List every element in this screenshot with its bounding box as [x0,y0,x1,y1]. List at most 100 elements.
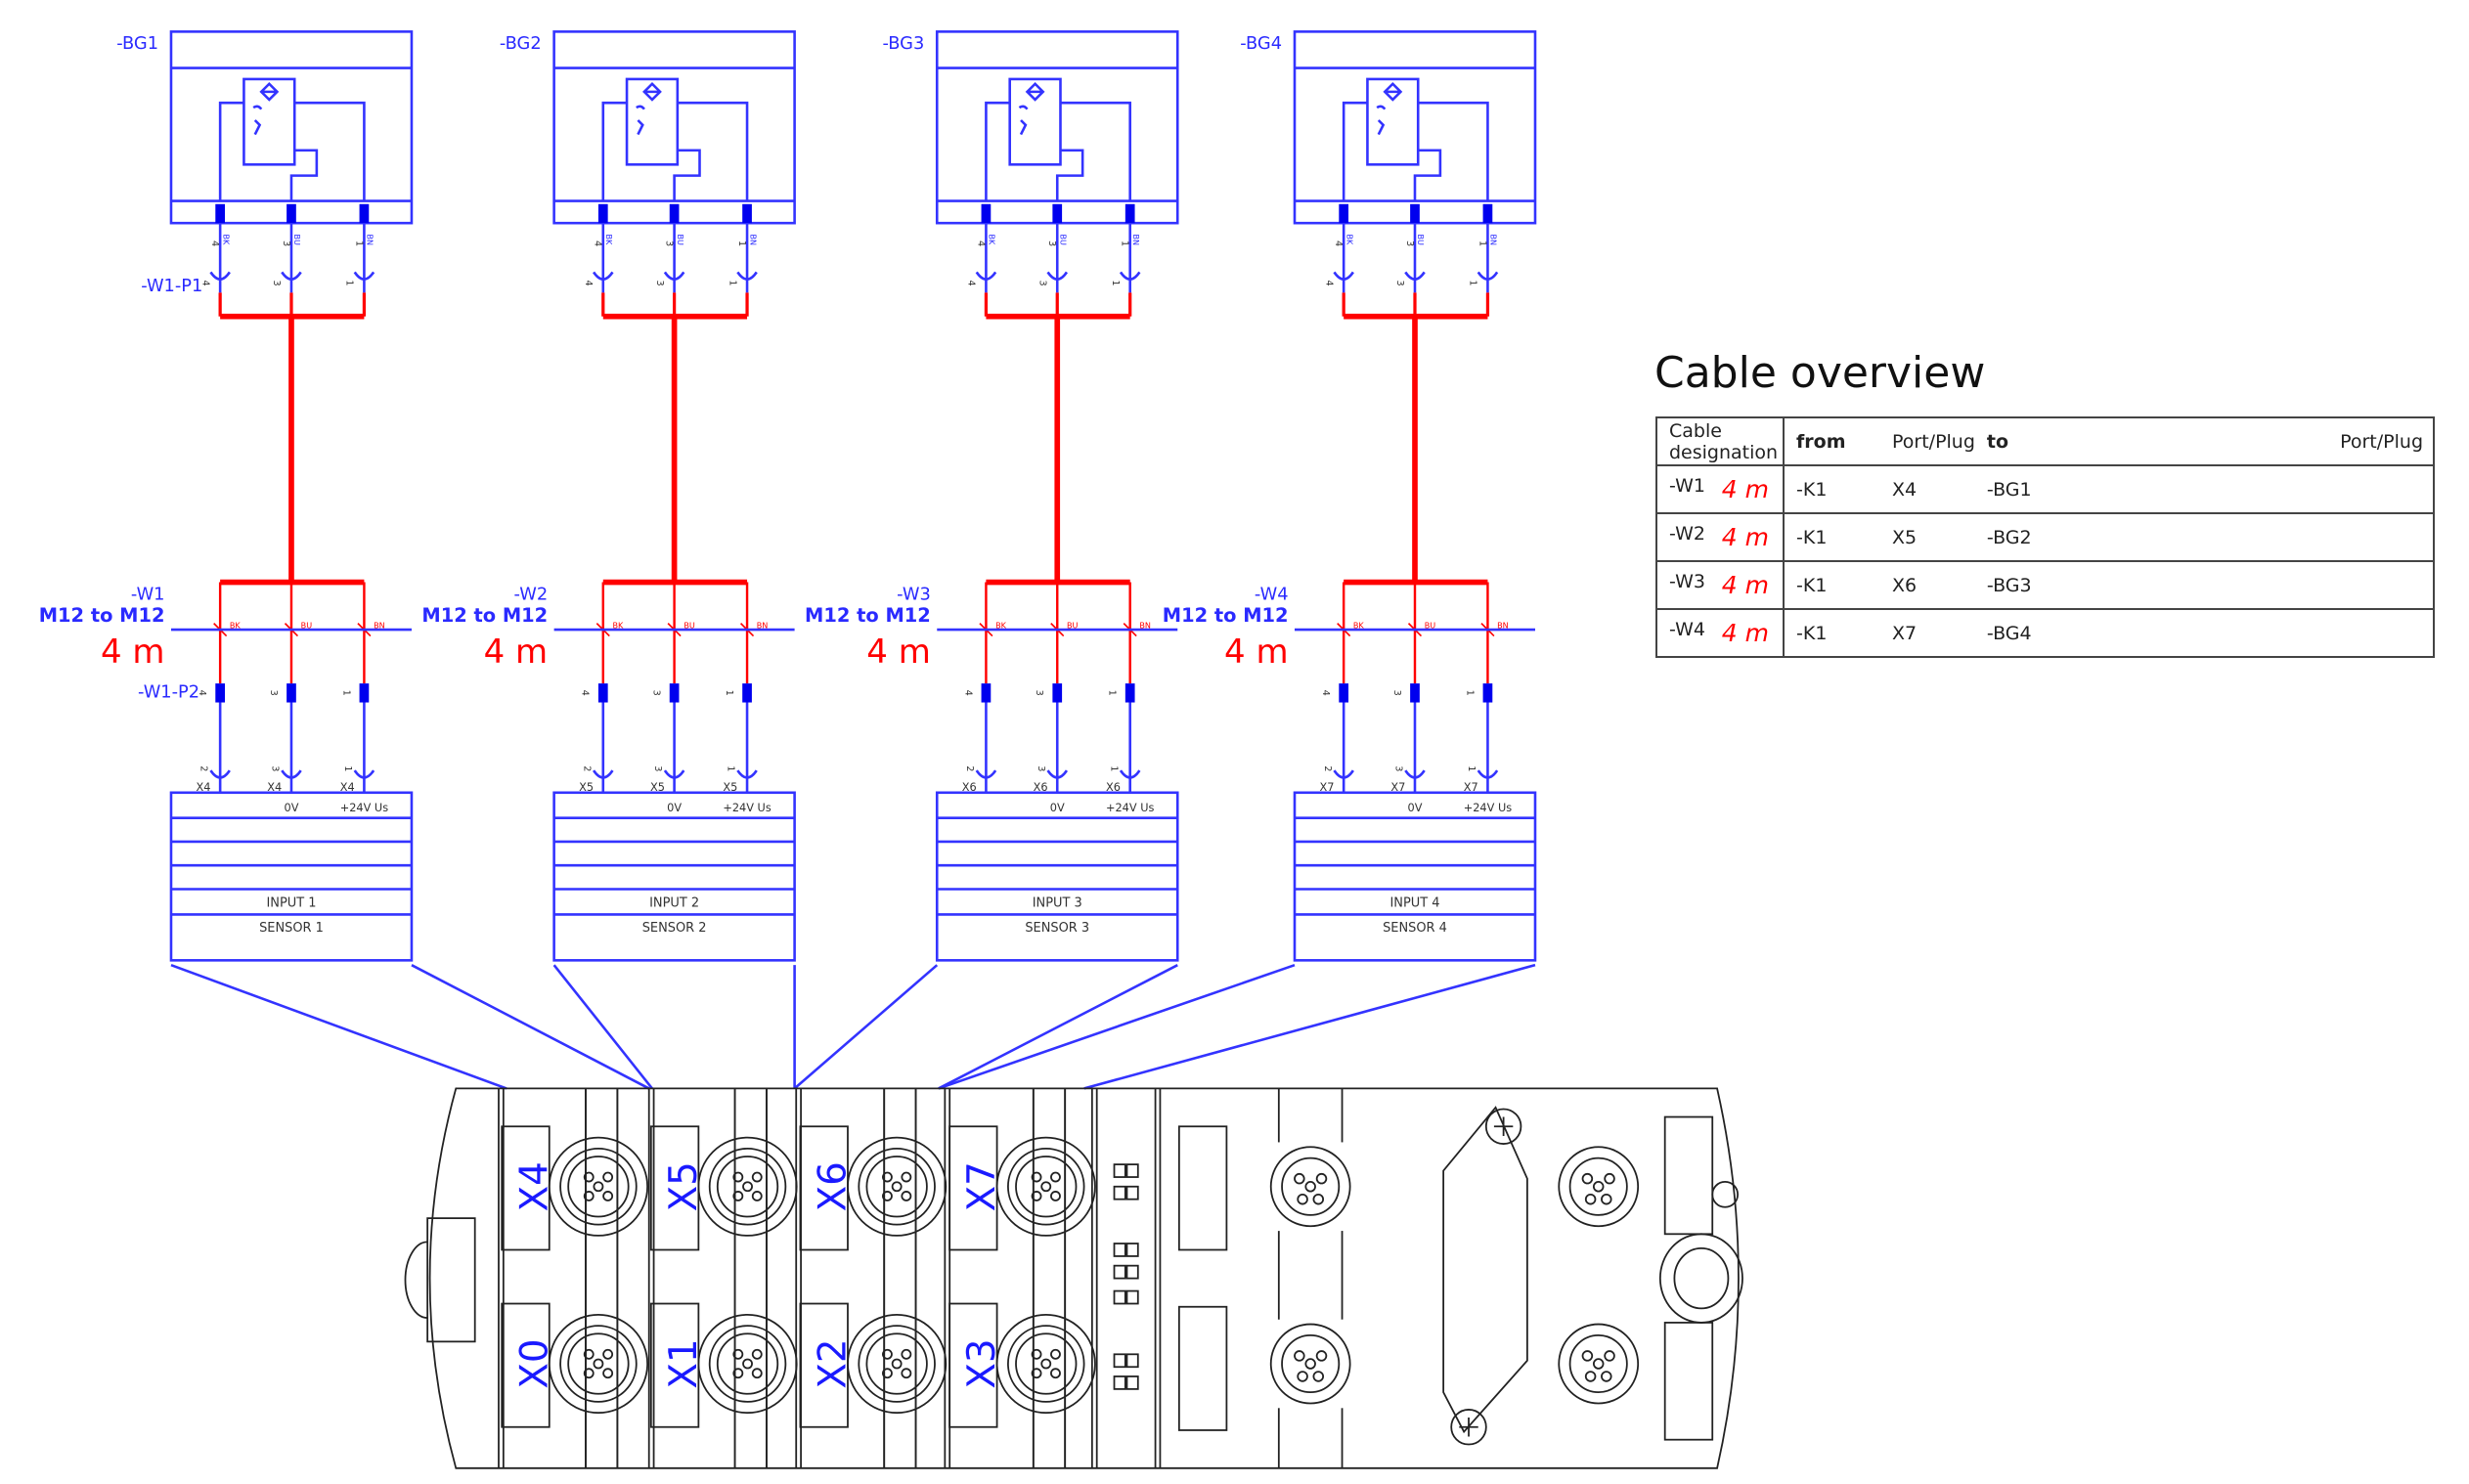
cable-label: -W2 [514,584,549,604]
plug-pin-block [215,683,226,703]
wire-color-label: BN [1489,235,1499,246]
cable-label: -W1 [131,584,165,604]
mapping-line [793,964,939,1090]
label-plate [1177,1125,1228,1251]
socket-inner [1015,1332,1078,1395]
mapping-line [1083,963,1536,1090]
terminal-socket-icon [209,769,231,779]
sensor-internal-wiring [985,101,1131,201]
m12-bus-connector-icon [1558,1146,1640,1228]
terminal-socket-icon [663,769,685,779]
plug-pin-number: 1 [344,280,355,285]
plug-pin-number: 4 [966,280,977,285]
wire-color-label: BU [1058,235,1068,246]
socket-pin [583,1171,595,1183]
sensor-id: -BG2 [500,33,542,54]
cell-plug [2069,512,2434,562]
cell-port: X7 [1880,608,1975,658]
socket-pin [602,1348,614,1360]
connector-inner [1281,1157,1341,1216]
sensor-internal-wiring [601,101,749,201]
connector-pin [1297,1371,1308,1382]
sensor-label: SENSOR 4 [1383,921,1447,936]
m12-socket-icon [697,1313,798,1415]
sensor-diamond-icon [642,81,662,102]
switch-symbol-icon [1376,105,1387,136]
socket-pin [1031,1368,1042,1379]
plug-socket-icon [1119,271,1141,281]
pin-number: 4 [975,240,986,246]
plug2-pin-number: 1 [724,690,734,696]
socket-inner [716,1156,779,1218]
connector-pin [1315,1350,1328,1362]
plug2-pin-number: 3 [1034,690,1044,696]
clip-curve [404,1241,428,1319]
input-label: INPUT 3 [1033,895,1082,910]
wire-color-label: BU [1067,620,1079,630]
port-label: X4 [340,780,355,794]
terminal-socket-icon [1404,769,1426,779]
connector-pin [1294,1172,1305,1185]
plug-pin-block [1124,683,1135,703]
plug-pin-block [1339,683,1349,703]
wire-color-label: BK [995,620,1007,630]
plug2-label: -W1-P2 [138,682,199,703]
connector-pin [1584,1193,1597,1205]
cell-to: -BG3 [1974,560,2070,610]
terminal-box [1293,791,1537,962]
plug-pin-number: 3 [1036,280,1047,285]
connector-pin [1581,1172,1594,1185]
socket-pin [602,1171,614,1183]
cable-label: -W4 [1255,584,1289,604]
cable-length: 4 m [1721,475,1769,503]
cable-type: M12 to M12 [805,604,931,627]
connector-pin [1592,1358,1605,1370]
led-indicator-icon [1113,1353,1126,1369]
plug-pin-number: 3 [271,280,282,285]
terminal-label: 0V [285,801,299,814]
pin-block [597,203,608,224]
m12-socket-icon [548,1313,648,1415]
cell-port: X4 [1880,464,1975,514]
screw-cross-icon [1459,1418,1478,1437]
socket-inner [1015,1156,1078,1218]
socket-pin-number: 2 [581,765,592,771]
terminal-socket-icon [1477,769,1499,779]
plug-socket-icon [209,271,231,281]
socket-pin [1050,1368,1061,1379]
connector-pin [1592,1181,1605,1193]
header-port-plug-2: Port/Plug [2069,416,2434,466]
socket-pin [751,1191,763,1201]
socket-pin [1031,1171,1042,1183]
plug-pin-number: 1 [727,280,737,285]
socket-pin-number: 3 [652,765,663,771]
plug-pin-block [1410,683,1420,703]
pin-number: 3 [1404,240,1415,246]
port-label: X4 [512,1161,556,1211]
socket-ring [1007,1148,1085,1226]
socket-pin-number: 2 [198,765,209,771]
socket-ring [858,1325,936,1403]
cell-from: -K1 [1784,512,1880,562]
wire-color-label: BK [1353,620,1365,630]
connector-pin [1581,1350,1594,1362]
cable-type: M12 to M12 [1163,604,1289,627]
header-from: from [1784,416,1880,466]
input-label: INPUT 4 [1389,895,1439,910]
socket-pin [891,1181,903,1193]
pin-number: 4 [1333,240,1344,246]
cell-plug [2069,560,2434,610]
pin-number: 1 [736,240,747,246]
port-label: X4 [267,780,282,794]
socket-pin [751,1348,763,1360]
port-label: X7 [1390,780,1405,794]
plug-socket-icon [353,271,375,281]
socket-pin [732,1368,744,1379]
header-cable-designation: Cable designation [1656,416,1785,466]
cell-to: -BG4 [1974,608,2070,658]
